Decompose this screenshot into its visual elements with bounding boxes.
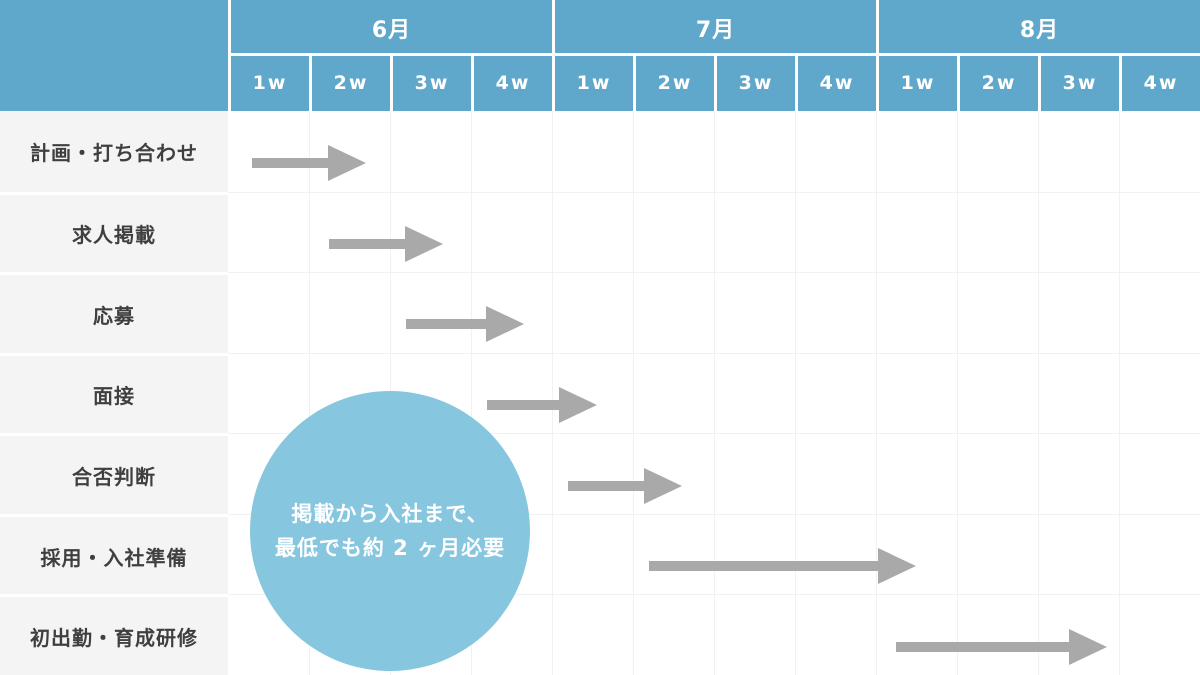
grid-line-vertical [552, 111, 553, 675]
week-header-cell: 3w [390, 55, 471, 111]
task-arrow [329, 225, 443, 262]
task-arrow [896, 628, 1107, 665]
week-header-cell: 1w [552, 55, 633, 111]
task-arrow [568, 467, 682, 504]
arrow-head [643, 467, 682, 504]
grid-line-vertical [1119, 111, 1120, 675]
grid-line-vertical [1038, 111, 1039, 675]
task-arrow [487, 387, 597, 423]
week-header-cell: 2w [957, 55, 1038, 111]
arrow-head [558, 387, 597, 423]
arrow-shaft [487, 400, 561, 410]
arrow-shaft [896, 641, 1071, 652]
grid-line-horizontal [228, 594, 1200, 596]
grid-line-vertical [876, 111, 877, 675]
grid-line-vertical [471, 111, 472, 675]
arrow-shaft [329, 238, 407, 249]
arrow-shaft [568, 480, 646, 491]
task-label: 採用・入社準備 [0, 513, 228, 596]
task-arrow [649, 548, 917, 585]
grid-line-vertical [309, 111, 310, 675]
task-label: 合否判断 [0, 433, 228, 515]
task-arrow [406, 306, 524, 343]
week-header-cell: 3w [714, 55, 795, 111]
grid-line-vertical [957, 111, 958, 675]
arrow-head [327, 145, 366, 182]
annotation-circle: 掲載から入社まで、 最低でも約 2 ヶ月必要 [250, 390, 530, 671]
task-label: 計画・打ち合わせ [0, 111, 228, 193]
month-header-cell: 8月 [876, 0, 1200, 55]
grid-line-horizontal [228, 513, 1200, 515]
annotation-text-line-1: 掲載から入社まで、 [291, 501, 489, 526]
grid-line-horizontal [228, 352, 1200, 354]
arrow-shaft [406, 319, 488, 330]
arrow-head [878, 548, 917, 585]
week-header-cell: 1w [876, 55, 957, 111]
arrow-head [404, 225, 443, 262]
grid-line-vertical [633, 111, 634, 675]
month-header-cell: 6月 [228, 0, 552, 55]
task-arrow [252, 145, 366, 182]
month-header-cell: 7月 [552, 0, 876, 55]
week-header-cell: 2w [633, 55, 714, 111]
arrow-head [485, 306, 524, 343]
week-header-cell: 2w [309, 55, 390, 111]
arrow-shaft [252, 158, 330, 169]
task-label: 求人掲載 [0, 191, 228, 274]
grid-line-vertical [714, 111, 715, 675]
grid-line-horizontal [228, 433, 1200, 435]
grid-line-horizontal [228, 191, 1200, 193]
week-header-cell: 4w [1119, 55, 1200, 111]
task-label: 面接 [0, 352, 228, 435]
week-header-cell: 4w [471, 55, 552, 111]
week-header-cell: 3w [1038, 55, 1119, 111]
week-header-cell: 4w [795, 55, 876, 111]
task-label: 初出勤・育成研修 [0, 594, 228, 675]
header-corner-cell [0, 0, 228, 111]
task-label: 応募 [0, 272, 228, 354]
arrow-head [1068, 628, 1107, 665]
arrow-shaft [649, 561, 881, 572]
header-row-separator [228, 53, 1200, 56]
annotation-text-line-2: 最低でも約 2 ヶ月必要 [274, 535, 506, 560]
week-header-cell: 1w [228, 55, 309, 111]
grid-line-horizontal [228, 272, 1200, 274]
grid-line-vertical [795, 111, 796, 675]
